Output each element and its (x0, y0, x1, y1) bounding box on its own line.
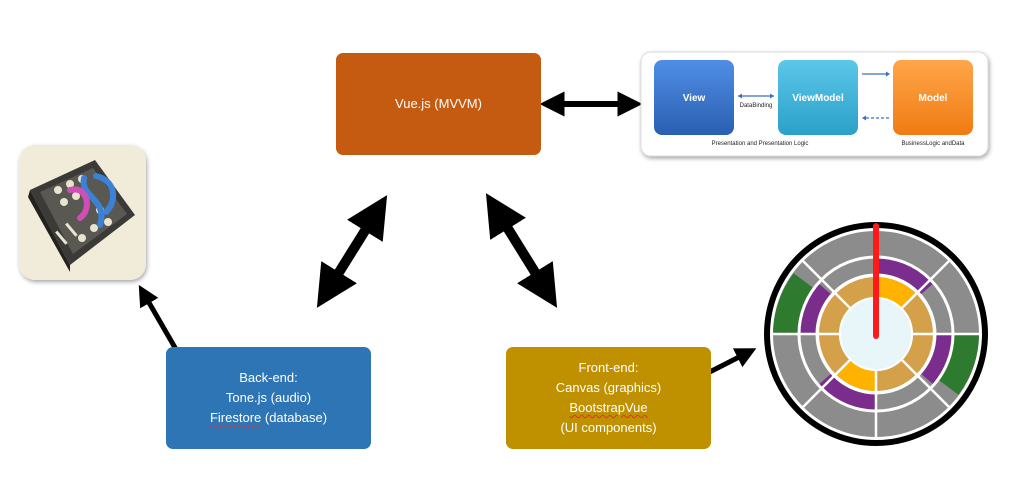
synth-app-icon (19, 145, 146, 280)
frontend-graphics-line: Canvas (graphics) (555, 380, 662, 395)
mvvm-presentation-label: Presentation and Presentation Logic (712, 141, 809, 147)
backend-database-line: Firestore (database) (209, 410, 328, 425)
mvvm-viewmodel-block (778, 60, 858, 135)
backend-box: Back-end: Tone.js (audio) Firestore (dat… (166, 347, 371, 449)
mvvm-view-block (654, 60, 734, 135)
firestore-word: Firestore (209, 410, 262, 425)
vue-mvvm-box: Vue.js (MVVM) (336, 53, 541, 155)
frontend-ui-line: (UI components) (560, 420, 657, 435)
circular-sequencer-dial (764, 222, 988, 446)
backend-audio-line: Tone.js (audio) (225, 390, 312, 405)
mvvm-diagram: View ViewModel Model DataBinding Present… (640, 51, 989, 157)
mvvm-viewmodel-label: ViewModel (792, 93, 844, 104)
mvvm-binding-label: DataBinding (740, 103, 773, 109)
mvvm-model-block (893, 60, 973, 135)
frontend-heading: Front-end: (578, 360, 639, 375)
arrow-vue-backend (316, 195, 388, 308)
vue-box-label: Vue.js (MVVM) (395, 96, 482, 111)
mvvm-model-label: Model (919, 93, 948, 104)
mvvm-business-label: BusinessLogic andData (901, 141, 965, 147)
mvvm-view-label: View (683, 93, 706, 104)
frontend-bootstrap-line: BootstrapVue (569, 400, 648, 415)
arrow-vue-frontend (485, 193, 558, 308)
frontend-box: Front-end: Canvas (graphics) BootstrapVu… (506, 347, 711, 449)
backend-heading: Back-end: (239, 370, 298, 385)
